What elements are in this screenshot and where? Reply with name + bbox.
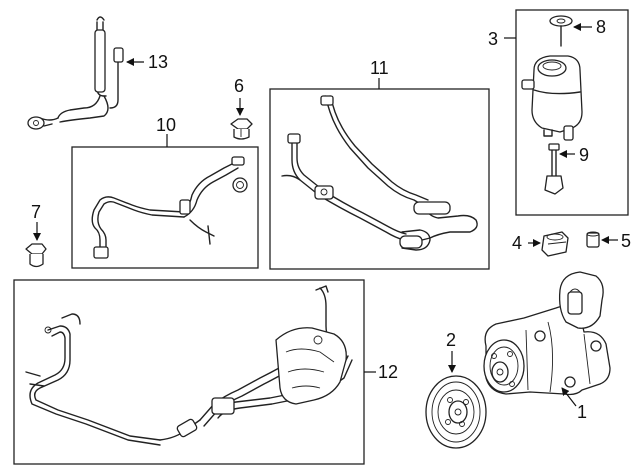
hose-assembly-12[interactable] bbox=[25, 285, 353, 446]
pulley-2[interactable] bbox=[425, 375, 487, 449]
grommet-4[interactable] bbox=[541, 231, 569, 257]
callout-8: 8 bbox=[596, 17, 606, 37]
callout-1: 1 bbox=[577, 402, 587, 422]
callout-4: 4 bbox=[512, 233, 522, 253]
line-assembly-13[interactable] bbox=[27, 16, 124, 130]
cap-8[interactable] bbox=[549, 15, 573, 47]
return-hose-10[interactable] bbox=[91, 156, 248, 259]
bolt-6[interactable] bbox=[230, 118, 253, 140]
pin-5[interactable] bbox=[586, 231, 600, 248]
callout-10: 10 bbox=[156, 115, 176, 135]
bolt-7[interactable] bbox=[25, 243, 47, 268]
callout-12: 12 bbox=[378, 362, 398, 382]
callout-13: 13 bbox=[148, 52, 168, 72]
callout-9: 9 bbox=[579, 145, 589, 165]
callout-11: 11 bbox=[370, 58, 389, 78]
level-sensor-9[interactable] bbox=[544, 143, 564, 195]
pressure-hose-11[interactable] bbox=[281, 95, 478, 251]
callout-2: 2 bbox=[446, 330, 456, 350]
callout-3: 3 bbox=[488, 29, 498, 49]
reservoir-box bbox=[515, 9, 629, 216]
reservoir-3[interactable] bbox=[521, 55, 583, 141]
return-hose-box bbox=[71, 146, 259, 269]
callout-7: 7 bbox=[31, 202, 41, 222]
power-steering-pump-1[interactable] bbox=[483, 271, 611, 396]
callout-5: 5 bbox=[621, 231, 631, 251]
callout-6: 6 bbox=[234, 76, 244, 96]
